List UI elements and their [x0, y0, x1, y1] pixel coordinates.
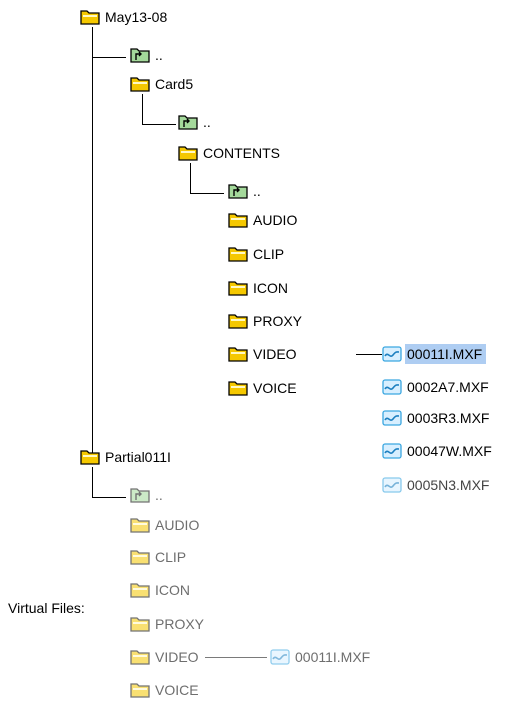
mxf-file-icon — [382, 379, 402, 395]
virtual-folder-icon-dir[interactable]: ICON — [130, 580, 190, 600]
connector-contents-vertical — [190, 163, 191, 193]
file-label: 00011I.MXF — [405, 344, 487, 364]
folder-partial011i[interactable]: Partial011I — [80, 447, 171, 467]
folder-label: PROXY — [253, 313, 303, 329]
parent-label: .. — [155, 47, 163, 63]
folder-label: CONTENTS — [203, 145, 280, 161]
mxf-file-icon — [382, 443, 402, 459]
file-00047w[interactable]: 00047W.MXF — [382, 441, 492, 461]
connector-root-vertical — [92, 27, 93, 457]
folder-may13-08[interactable]: May13-08 — [80, 7, 167, 27]
folder-voice[interactable]: VOICE — [228, 378, 297, 398]
parent-folder-partial[interactable]: .. — [130, 485, 163, 505]
folder-label: PROXY — [155, 616, 205, 632]
folder-icon — [80, 10, 100, 25]
folder-icon — [228, 247, 248, 262]
parent-folder-up3[interactable]: .. — [228, 181, 261, 201]
folder-icon — [228, 314, 248, 329]
virtual-folder-video[interactable]: VIDEO — [130, 647, 199, 667]
folder-label: Partial011I — [105, 449, 171, 465]
folder-label: ICON — [155, 582, 190, 598]
folder-label: CLIP — [155, 549, 187, 565]
folder-label: VOICE — [253, 380, 297, 396]
virtual-files-label: Virtual Files: — [8, 600, 85, 616]
file-label: 00047W.MXF — [407, 443, 492, 459]
folder-clip[interactable]: CLIP — [228, 244, 284, 264]
mxf-file-icon — [270, 649, 290, 665]
virtual-file-00011i[interactable]: 00011I.MXF — [270, 647, 370, 667]
connector-virtual-video-to-file — [205, 657, 267, 658]
file-label: 0005N3.MXF — [407, 477, 490, 493]
file-0003r3[interactable]: 0003R3.MXF — [382, 408, 489, 428]
folder-label: AUDIO — [253, 212, 298, 228]
folder-icon — [130, 617, 150, 632]
folder-label: May13-08 — [105, 9, 168, 25]
mxf-file-icon — [382, 346, 402, 362]
virtual-folder-voice[interactable]: VOICE — [130, 680, 199, 700]
file-0005n3[interactable]: 0005N3.MXF — [382, 475, 489, 495]
folder-label: VIDEO — [155, 649, 199, 665]
virtual-folder-audio[interactable]: AUDIO — [130, 515, 199, 535]
folder-label: VOICE — [155, 682, 199, 698]
folder-icon — [80, 450, 100, 465]
parent-folder-up1[interactable]: .. — [130, 45, 163, 65]
folder-contents[interactable]: CONTENTS — [178, 143, 280, 163]
folder-proxy[interactable]: PROXY — [228, 311, 302, 331]
folder-icon — [228, 213, 248, 228]
parent-label: .. — [253, 183, 261, 199]
folder-icon — [228, 281, 248, 296]
folder-icon — [130, 583, 150, 598]
folder-video[interactable]: VIDEO — [228, 344, 297, 364]
folder-icon-dir[interactable]: ICON — [228, 278, 288, 298]
connector-root-to-up1 — [92, 57, 126, 58]
parent-label: .. — [203, 114, 211, 130]
file-label: 0002A7.MXF — [407, 379, 489, 395]
folder-label: VIDEO — [253, 346, 297, 362]
folder-icon — [178, 146, 198, 161]
connector-card-to-up2 — [142, 124, 176, 125]
folder-icon — [130, 77, 150, 92]
mxf-file-icon — [382, 477, 402, 493]
file-label: 00011I.MXF — [295, 649, 371, 665]
file-0002a7[interactable]: 0002A7.MXF — [382, 377, 489, 397]
folder-icon — [130, 650, 150, 665]
parent-folder-icon — [130, 488, 150, 503]
file-label: 0003R3.MXF — [407, 410, 490, 426]
mxf-file-icon — [382, 410, 402, 426]
parent-folder-icon — [228, 184, 248, 199]
parent-folder-icon — [178, 115, 198, 130]
virtual-folder-clip[interactable]: CLIP — [130, 547, 186, 567]
file-00011i-selected[interactable]: 00011I.MXF — [382, 344, 487, 364]
connector-partial-vertical — [92, 467, 93, 497]
virtual-folder-proxy[interactable]: PROXY — [130, 614, 204, 634]
folder-card5[interactable]: Card5 — [130, 74, 193, 94]
connector-contents-to-up3 — [190, 193, 224, 194]
folder-label: ICON — [253, 280, 288, 296]
connector-partial-to-up — [92, 497, 126, 498]
connector-card-vertical — [142, 94, 143, 124]
folder-icon — [130, 550, 150, 565]
folder-icon — [228, 381, 248, 396]
connector-video-to-files — [356, 354, 382, 355]
folder-label: CLIP — [253, 246, 285, 262]
parent-folder-icon — [130, 48, 150, 63]
folder-icon — [228, 347, 248, 362]
folder-icon — [130, 518, 150, 533]
folder-icon — [130, 683, 150, 698]
folder-label: Card5 — [155, 76, 194, 92]
parent-folder-up2[interactable]: .. — [178, 112, 211, 132]
parent-label: .. — [155, 487, 163, 503]
folder-audio[interactable]: AUDIO — [228, 210, 297, 230]
folder-label: AUDIO — [155, 517, 200, 533]
